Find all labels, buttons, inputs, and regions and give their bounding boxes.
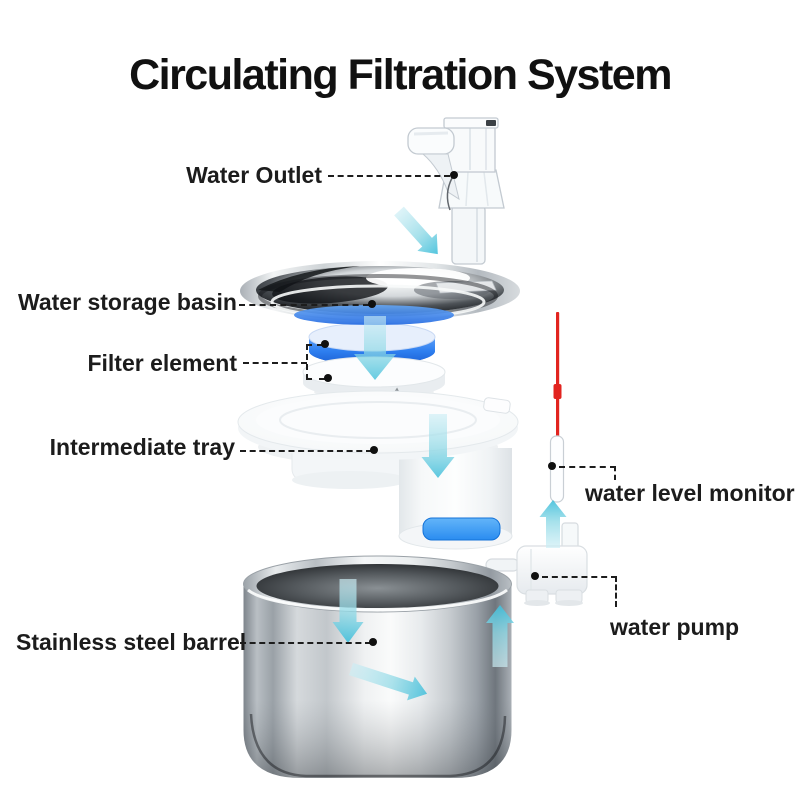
leader-water-pump — [542, 576, 617, 578]
stainless-steel-barrel-graphic — [243, 555, 512, 778]
leader-water-storage-basin — [239, 304, 369, 306]
leader-filter-element-bottom — [306, 378, 325, 380]
leader-dot-filter-bottom — [324, 374, 332, 382]
label-water-outlet: Water Outlet — [186, 162, 322, 188]
flow-arrow-basin-through-filter — [354, 316, 396, 380]
leader-water-outlet — [328, 175, 450, 177]
leader-intermediate-tray — [240, 450, 372, 452]
label-water-pump: water pump — [610, 614, 740, 640]
leader-dot-water-level-monitor — [548, 462, 556, 470]
water-level-monitor-graphic — [549, 312, 565, 503]
filter-glow — [294, 305, 454, 325]
leader-dot-water-storage-basin — [368, 300, 376, 308]
flow-arrow-pump-to-monitor — [539, 500, 567, 548]
leader-water-level-monitor-drop — [614, 466, 616, 480]
label-water-storage-basin: Water storage basin — [18, 289, 237, 315]
leader-stainless-steel-barrel — [240, 642, 371, 644]
label-intermediate-tray: Intermediate tray — [49, 434, 235, 460]
leader-water-pump-drop — [615, 576, 617, 607]
leader-dot-filter-top — [321, 340, 329, 348]
water-outlet-graphic — [407, 117, 505, 265]
leader-filter-element — [243, 362, 307, 364]
flow-arrow-outlet-to-basin — [394, 206, 438, 255]
leader-dot-intermediate-tray — [370, 446, 378, 454]
leader-dot-water-outlet — [450, 171, 458, 179]
label-water-level-monitor: water level monitor — [585, 480, 795, 506]
leader-filter-element-top — [306, 344, 323, 346]
flow-arrow-barrel-up — [486, 605, 514, 667]
page-title: Circulating Filtration System — [129, 50, 672, 99]
label-filter-element: Filter element — [87, 350, 237, 376]
intermediate-tray-graphic — [237, 390, 519, 550]
leader-dot-water-pump — [531, 572, 539, 580]
label-stainless-steel-barrel: Stainless steel barrel — [16, 629, 247, 655]
flow-arrow-barrel-flow — [348, 662, 428, 701]
flow-arrow-tray-spout — [421, 414, 455, 478]
water-storage-basin-graphic — [240, 261, 520, 325]
flow-arrow-into-barrel — [332, 579, 364, 643]
leader-dot-stainless-steel-barrel — [369, 638, 377, 646]
leader-water-level-monitor — [559, 466, 616, 468]
tray-window — [422, 517, 501, 541]
leader-filter-element-bracket — [306, 344, 308, 380]
